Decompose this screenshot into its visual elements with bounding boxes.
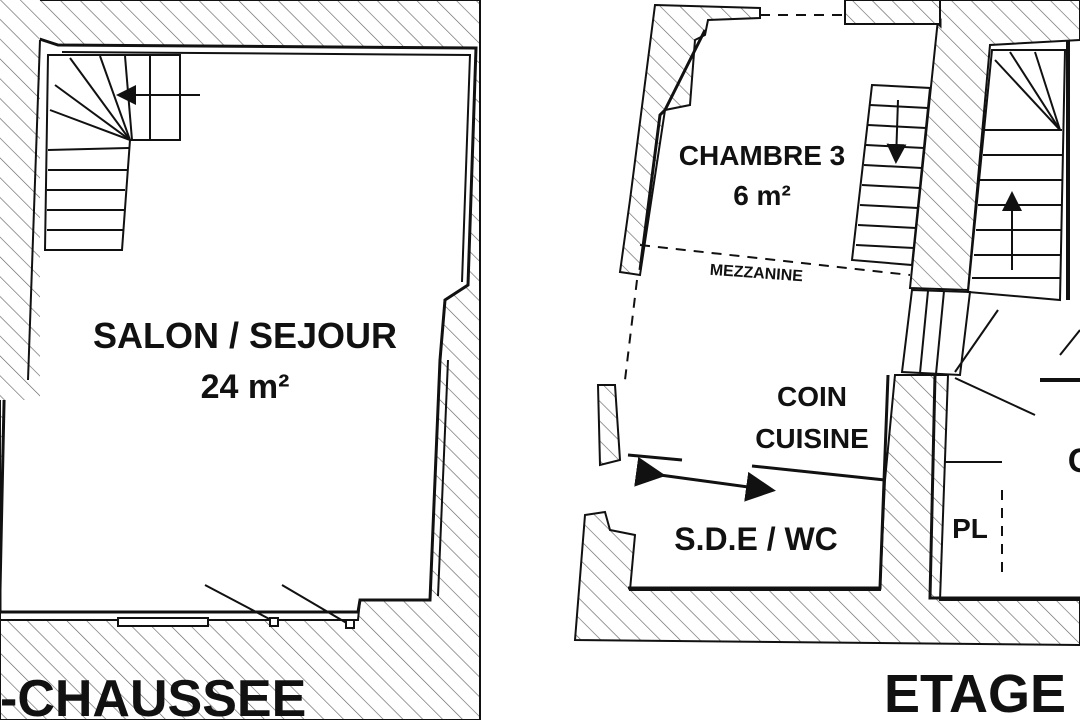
salon-room-name: SALON / SEJOUR — [93, 315, 397, 356]
salon-room-area: 24 m² — [201, 368, 290, 406]
closet-label: PL — [952, 513, 988, 544]
upper-floor-lower-left-wall — [573, 374, 1080, 647]
kitchen-label-line2: CUISINE — [755, 423, 869, 454]
upper-floor-landing — [900, 288, 1080, 463]
upper-floor-stair-right — [966, 40, 1070, 302]
upper-floor-top-window — [844, 0, 941, 25]
upper-floor-left-wall — [618, 3, 761, 277]
mezzanine-label: MEZZANINE — [709, 262, 804, 285]
upper-floor-title: ETAGE — [884, 664, 1066, 720]
mezzanine-outline — [624, 14, 1003, 575]
upper-floor-center-wall — [908, 0, 1080, 292]
upper-floor-stair-left — [850, 83, 932, 267]
chambre-room-area: 6 m² — [733, 180, 791, 211]
ground-floor-staircase — [43, 54, 200, 251]
cut-letter: C — [1068, 442, 1080, 480]
ground-floor-plan: SALON / SEJOUR 24 m² -CHAUSSEE — [0, 0, 481, 720]
ground-floor-wall-lining — [61, 51, 472, 597]
upper-floor-plan: CHAMBRE 3 6 m² MEZZANINE COIN CUISINE S.… — [573, 0, 1080, 720]
bathroom-label: S.D.E / WC — [674, 521, 838, 557]
bathroom-double-arrow — [634, 456, 776, 502]
ground-floor-left-wall — [0, 0, 40, 400]
upper-floor-small-wall — [596, 384, 622, 467]
chambre-room-name: CHAMBRE 3 — [679, 140, 845, 171]
ground-floor-room-area — [0, 27, 478, 614]
ground-floor-openings — [117, 584, 355, 629]
ground-floor-title: -CHAUSSEE — [0, 670, 306, 720]
kitchen-label-line1: COIN — [777, 381, 847, 412]
